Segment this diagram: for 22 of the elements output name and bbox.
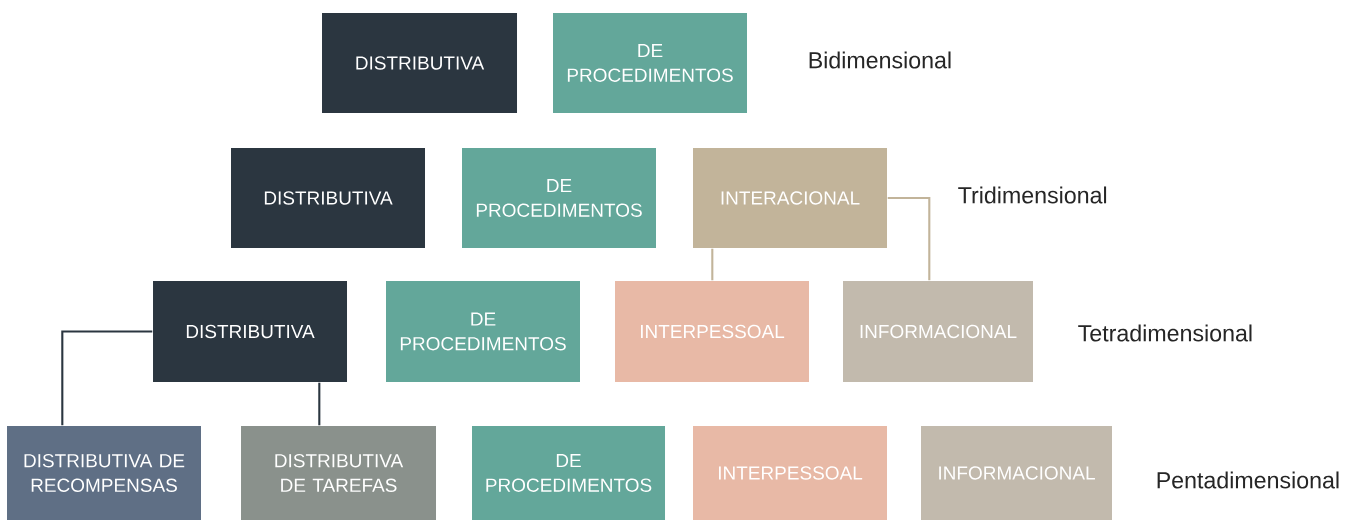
connector-line [887, 196, 931, 281]
level-label: Bidimensional [809, 51, 951, 69]
category-box: DE PROCEDIMENTOS [462, 148, 656, 248]
category-box: INFORMACIONAL [843, 281, 1033, 382]
category-box: INTERACIONAL [693, 148, 887, 248]
category-box: DISTRIBUTIVA [153, 281, 347, 382]
level-label: Tetradimensional [1078, 324, 1252, 342]
category-box: DISTRIBUTIVA [231, 148, 425, 248]
category-box: DE PROCEDIMENTOS [386, 281, 580, 382]
category-box: DISTRIBUTIVA DE RECOMPENSAS [7, 426, 201, 520]
category-box: DE PROCEDIMENTOS [553, 13, 747, 113]
level-label: Tridimensional [958, 186, 1107, 204]
category-box: INTERPESSOAL [693, 426, 887, 520]
connector-line [61, 330, 153, 426]
level-label: Pentadimensional [1157, 471, 1339, 489]
category-box: DISTRIBUTIVA DE TAREFAS [241, 426, 436, 520]
category-box: INFORMACIONAL [921, 426, 1112, 520]
connector-line [711, 248, 714, 281]
category-box: INTERPESSOAL [615, 281, 809, 382]
category-box: DISTRIBUTIVA [322, 13, 517, 113]
category-box: DE PROCEDIMENTOS [472, 426, 665, 520]
connector-line [318, 382, 321, 426]
